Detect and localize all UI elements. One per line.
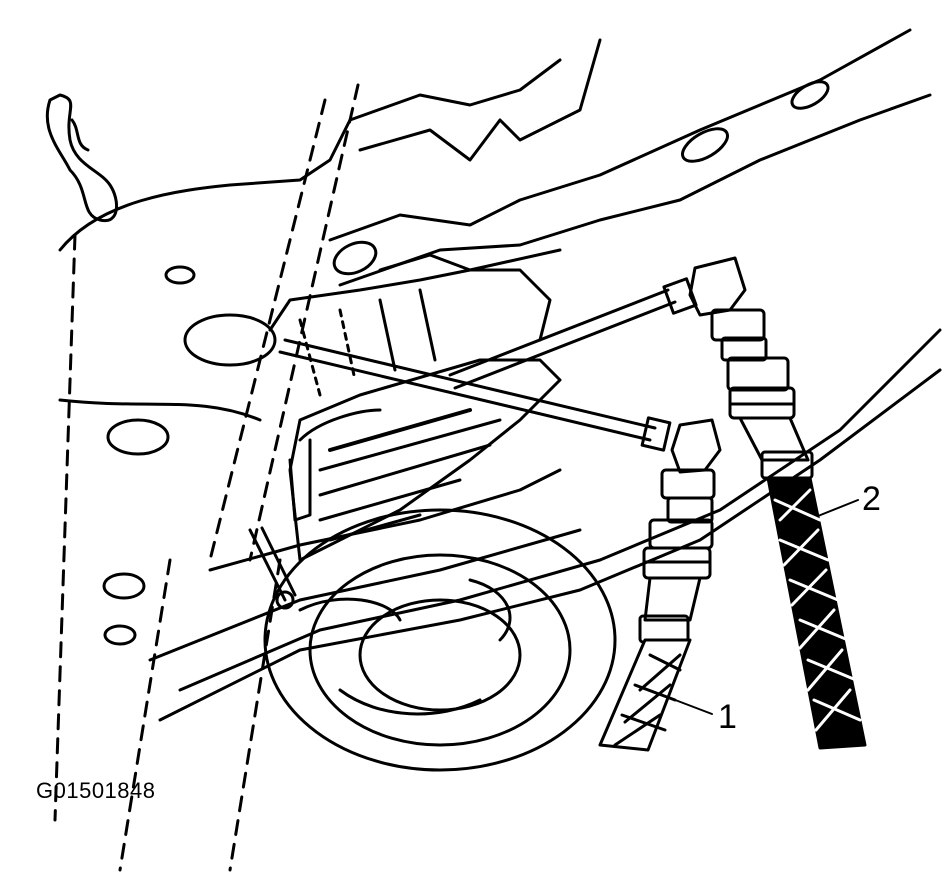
fuel-tank-shield — [268, 268, 562, 562]
rear-line — [278, 338, 672, 452]
wheel-drum — [263, 508, 617, 772]
hose-2 — [766, 476, 867, 750]
hose-1-callout: 1 — [718, 698, 737, 736]
body-plugs — [102, 265, 277, 646]
hose-2-fitting — [688, 256, 814, 480]
callout-leaders — [669, 499, 859, 715]
body-panel-lines — [58, 28, 932, 287]
figure-id-label: G01501848 — [36, 778, 156, 803]
lower-left-pipe — [248, 526, 297, 610]
left-hook — [45, 93, 119, 223]
upper-line — [448, 277, 698, 390]
hose-1-fitting — [638, 418, 722, 644]
lower-panels — [58, 328, 942, 722]
hose-2-callout: 2 — [862, 480, 881, 518]
frame-rail-dashed — [53, 83, 360, 872]
hose-1 — [598, 638, 692, 752]
